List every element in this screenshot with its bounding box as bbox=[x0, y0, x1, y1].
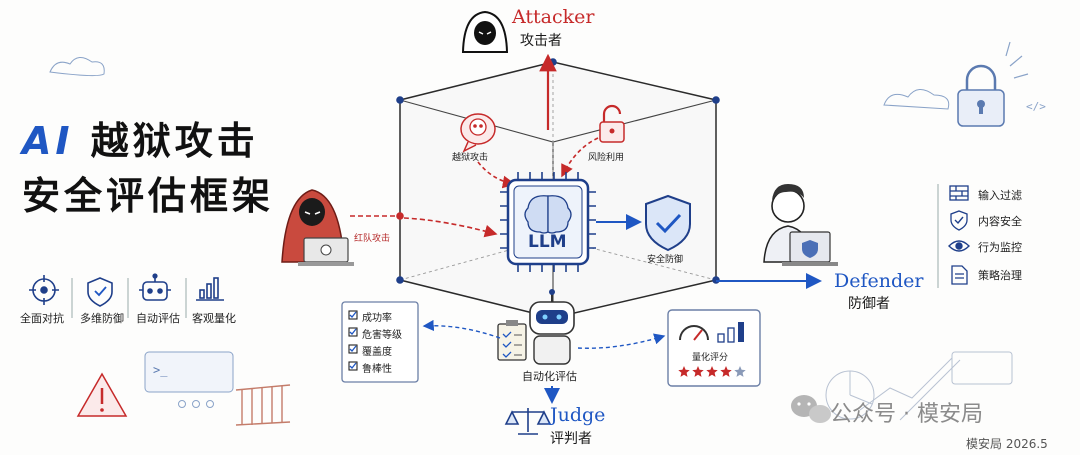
attacker-label-en: Attacker bbox=[512, 6, 595, 28]
crosshair-icon bbox=[29, 275, 59, 305]
firewall-icon bbox=[949, 185, 969, 201]
defense-label-2: 内容安全 bbox=[978, 215, 1022, 228]
red-hooded-attacker-icon bbox=[281, 189, 354, 266]
title-prefix: AI bbox=[22, 119, 74, 163]
llm-label: LLM bbox=[528, 232, 567, 252]
scales-icon bbox=[504, 408, 552, 435]
watermark-text: 公众号 · 模安局 bbox=[830, 402, 983, 427]
footer-text: 模安局 2026.5 bbox=[966, 437, 1048, 451]
rating-stars bbox=[678, 366, 746, 377]
shield-check-small-icon bbox=[87, 277, 113, 307]
metric-4: 鲁棒性 bbox=[362, 364, 392, 375]
feature-label-1: 全面对抗 bbox=[20, 312, 64, 325]
rating-star bbox=[734, 366, 746, 377]
feature-dividers bbox=[71, 278, 187, 318]
title-line2: 安全评估框架 bbox=[22, 174, 275, 218]
safety-label: 安全防御 bbox=[647, 255, 684, 265]
rating-star bbox=[706, 366, 718, 377]
rating-star bbox=[692, 366, 704, 377]
metric-2: 危害等级 bbox=[362, 330, 402, 341]
judge-label-en: Judge bbox=[550, 404, 606, 426]
robot-small-icon bbox=[139, 273, 171, 301]
bar-chart-small-icon bbox=[196, 277, 224, 301]
svg-text:</>: </> bbox=[1026, 100, 1046, 113]
cloud-left-sketch bbox=[49, 57, 105, 77]
llm-chip-icon bbox=[500, 172, 596, 272]
defense-label-4: 策略治理 bbox=[978, 269, 1022, 282]
feature-label-3: 自动评估 bbox=[136, 312, 180, 325]
open-lock-icon bbox=[599, 104, 625, 143]
hooded-attacker-icon bbox=[461, 10, 509, 53]
judge-label-zh: 评判者 bbox=[550, 431, 592, 447]
arrow-risk-to-llm bbox=[561, 137, 599, 178]
wechat-icon bbox=[791, 395, 831, 423]
shield-check-list-icon bbox=[950, 210, 968, 231]
risk-label: 风险利用 bbox=[588, 153, 625, 163]
growth-chart-sketch bbox=[825, 351, 1013, 421]
defense-label-3: 行为监控 bbox=[978, 241, 1022, 254]
metric-3: 覆盖度 bbox=[362, 347, 392, 358]
document-icon bbox=[951, 265, 968, 285]
rating-star bbox=[720, 366, 732, 377]
quant-score-label: 量化评分 bbox=[692, 353, 729, 363]
terminal-sketch-icon: >_ bbox=[144, 351, 234, 408]
score-card bbox=[667, 309, 761, 387]
cloud-right-sketch bbox=[883, 89, 950, 110]
defense-label-1: 输入过滤 bbox=[978, 189, 1022, 202]
feature-label-4: 客观量化 bbox=[192, 312, 236, 325]
arrow-robot-to-score bbox=[577, 333, 666, 349]
padlock-sketch-icon: </> bbox=[957, 41, 1046, 127]
feature-label-2: 多维防御 bbox=[80, 312, 124, 325]
attacker-label-zh: 攻击者 bbox=[520, 33, 562, 49]
arrow-jailbreak-to-llm bbox=[477, 161, 516, 189]
defender-person-icon bbox=[763, 184, 838, 266]
metric-1: 成功率 bbox=[362, 313, 392, 324]
redteam-label: 红队攻击 bbox=[354, 234, 391, 244]
svg-text:>_: >_ bbox=[153, 363, 168, 377]
robot-evaluator-icon bbox=[497, 289, 575, 365]
defender-label-zh: 防御者 bbox=[848, 296, 890, 312]
rating-star bbox=[678, 366, 690, 377]
warning-triangle-icon bbox=[76, 372, 128, 417]
title-line1: AI 越狱攻击 bbox=[22, 110, 259, 165]
defender-label-en: Defender bbox=[834, 270, 924, 292]
arrow-robot-to-metrics bbox=[422, 319, 501, 339]
eye-icon bbox=[948, 240, 970, 252]
jailbreak-label: 越狱攻击 bbox=[452, 153, 489, 163]
arrow-redteam-to-llm bbox=[403, 217, 498, 238]
auto-eval-label: 自动化评估 bbox=[522, 370, 577, 383]
cage-sketch-icon bbox=[235, 384, 291, 426]
metrics-checkboxes bbox=[348, 310, 358, 371]
title-line1-text: 越狱攻击 bbox=[90, 119, 259, 163]
shield-check-icon bbox=[645, 194, 691, 252]
metrics-card bbox=[341, 301, 419, 383]
skull-bubble-icon bbox=[460, 113, 496, 153]
